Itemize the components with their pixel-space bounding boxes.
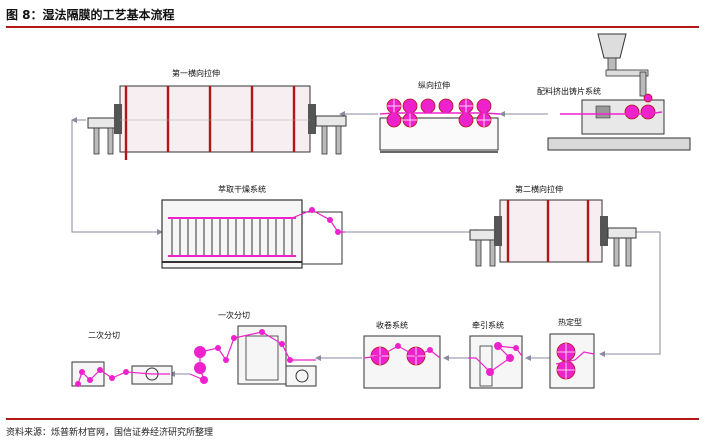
extraction-drying-system [161, 199, 345, 269]
title-bar: 图 8：湿法隔膜的工艺基本流程 [6, 4, 699, 28]
first-transverse-stretcher [87, 85, 347, 160]
flow-wrap-right-down [599, 231, 661, 357]
label-heat-setting: 热定型 [558, 318, 582, 327]
extrusion-casting-system [547, 33, 691, 151]
label-second-transverse: 第二横向拉伸 [515, 185, 563, 194]
label-traction: 牵引系统 [472, 321, 504, 330]
label-longitudinal: 纵向拉伸 [418, 81, 450, 90]
secondary-slitting-machine [71, 361, 173, 387]
label-first-transverse: 第一横向拉伸 [172, 69, 220, 78]
label-extrusion: 配料挤出铸片系统 [537, 87, 601, 96]
second-transverse-stretcher [469, 199, 637, 267]
winding-system [363, 335, 441, 389]
figure-source: 资料来源：烁普新材官网，国信证券经济研究所整理 [6, 428, 214, 438]
figure-title: 图 8：湿法隔膜的工艺基本流程 [6, 8, 175, 22]
heat-setting-unit [549, 333, 595, 389]
label-primary-slitting: 一次分切 [218, 311, 250, 320]
longitudinal-stretcher [379, 98, 501, 153]
label-extraction-drying: 萃取干燥系统 [218, 185, 266, 194]
flow-wrap-left-down [71, 120, 163, 235]
primary-slitting-machine [189, 325, 317, 387]
label-secondary-slitting: 二次分切 [88, 331, 120, 340]
source-bar: 资料来源：烁普新材官网，国信证券经济研究所整理 [6, 418, 699, 440]
traction-system [468, 335, 523, 389]
flow-arrows [71, 111, 661, 377]
label-winding: 收卷系统 [376, 321, 408, 330]
